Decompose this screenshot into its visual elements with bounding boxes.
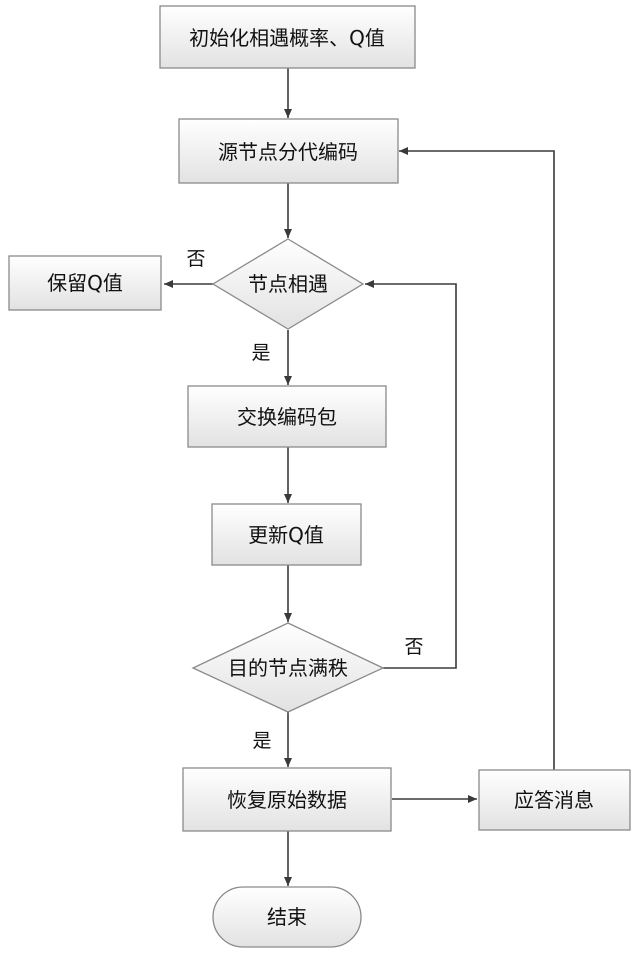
node-init: 初始化相遇概率、Q值: [160, 6, 415, 68]
decision-meet: 节点相遇: [213, 239, 363, 329]
label-meet-no: 否: [186, 248, 205, 270]
node-exchange-label: 交换编码包: [237, 405, 337, 429]
node-ack-label: 应答消息: [514, 788, 594, 812]
decision-dest-full: 目的节点满秩: [193, 623, 383, 712]
decision-dest-full-label: 目的节点满秩: [228, 656, 348, 680]
node-recover-label: 恢复原始数据: [227, 788, 347, 812]
node-encode-label: 源节点分代编码: [218, 140, 358, 164]
node-keep-q-label: 保留Q值: [47, 271, 123, 295]
label-dest-no: 否: [404, 636, 423, 658]
edge-ack-to-encode: [399, 151, 554, 770]
edge-dest-no-loop: [365, 284, 456, 668]
node-recover: 恢复原始数据: [183, 768, 391, 831]
node-encode: 源节点分代编码: [179, 119, 398, 183]
node-init-label: 初始化相遇概率、Q值: [189, 26, 385, 50]
node-update-q: 更新Q值: [212, 504, 361, 565]
node-exchange: 交换编码包: [188, 386, 386, 447]
node-update-q-label: 更新Q值: [248, 523, 324, 547]
node-keep-q: 保留Q值: [9, 256, 161, 310]
node-ack: 应答消息: [479, 770, 630, 830]
node-end-label: 结束: [267, 905, 307, 929]
node-end: 结束: [213, 887, 361, 947]
label-dest-yes: 是: [252, 730, 271, 752]
label-meet-yes: 是: [251, 342, 270, 364]
decision-meet-label: 节点相遇: [248, 272, 328, 296]
